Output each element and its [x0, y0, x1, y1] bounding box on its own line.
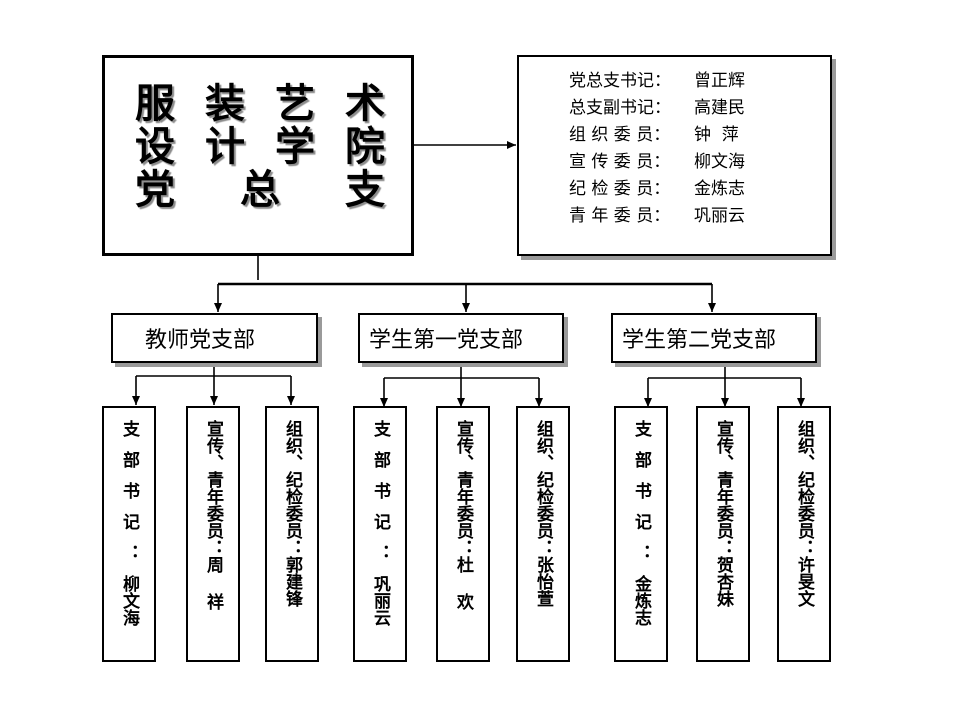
- committee-member: 宣 传 委 员：柳文海: [569, 151, 745, 172]
- committee-member: 纪 检 委 员：金炼志: [569, 178, 745, 199]
- title-row-3: 党 总 支: [135, 166, 385, 213]
- committee-member: 青 年 委 员：巩丽云: [569, 205, 745, 226]
- member-box-organization-discipline: 组织、纪检委员： 郭建锋: [265, 406, 319, 662]
- committee-member: 组 织 委 员：钟 萍: [569, 124, 739, 145]
- member-box-propaganda-youth: 宣传、青年委员： 贺杏妹: [696, 406, 750, 662]
- member-box-organization-discipline: 组织、纪检委员： 许旻文: [777, 406, 831, 662]
- member-box-organization-discipline: 组织、纪检委员： 张怡萱: [516, 406, 570, 662]
- branch-name: 学生第二党支部: [622, 328, 777, 353]
- title-row-1: 服 装 艺 术: [135, 80, 385, 127]
- committee-box: 党总支书记：曾正辉 总支副书记：高建民 组 织 委 员：钟 萍 宣 传 委 员：…: [517, 55, 832, 256]
- member-box-branch-secretary: 支部书记： 巩丽云: [353, 406, 407, 662]
- member-box-propaganda-youth: 宣传、青年委员： 杜 欢: [436, 406, 490, 662]
- committee-member: 党总支书记：曾正辉: [569, 70, 745, 91]
- title-row-2: 设 计 学 院: [135, 123, 385, 170]
- branch-box-teacher: 教师党支部: [111, 313, 318, 363]
- member-box-branch-secretary: 支部书记： 金炼志: [614, 406, 668, 662]
- branch-name: 教师党支部: [145, 328, 256, 353]
- college-party-title-box: 服 装 艺 术 设 计 学 院 党 总 支: [102, 55, 414, 256]
- branch-name: 学生第一党支部: [369, 328, 524, 353]
- branch-box-student2: 学生第二党支部: [611, 313, 817, 363]
- member-box-branch-secretary: 支部书记： 柳文海: [102, 406, 156, 662]
- member-box-propaganda-youth: 宣传、青年委员： 周 祥: [186, 406, 240, 662]
- committee-member: 总支副书记：高建民: [569, 97, 745, 118]
- branch-box-student1: 学生第一党支部: [358, 313, 564, 363]
